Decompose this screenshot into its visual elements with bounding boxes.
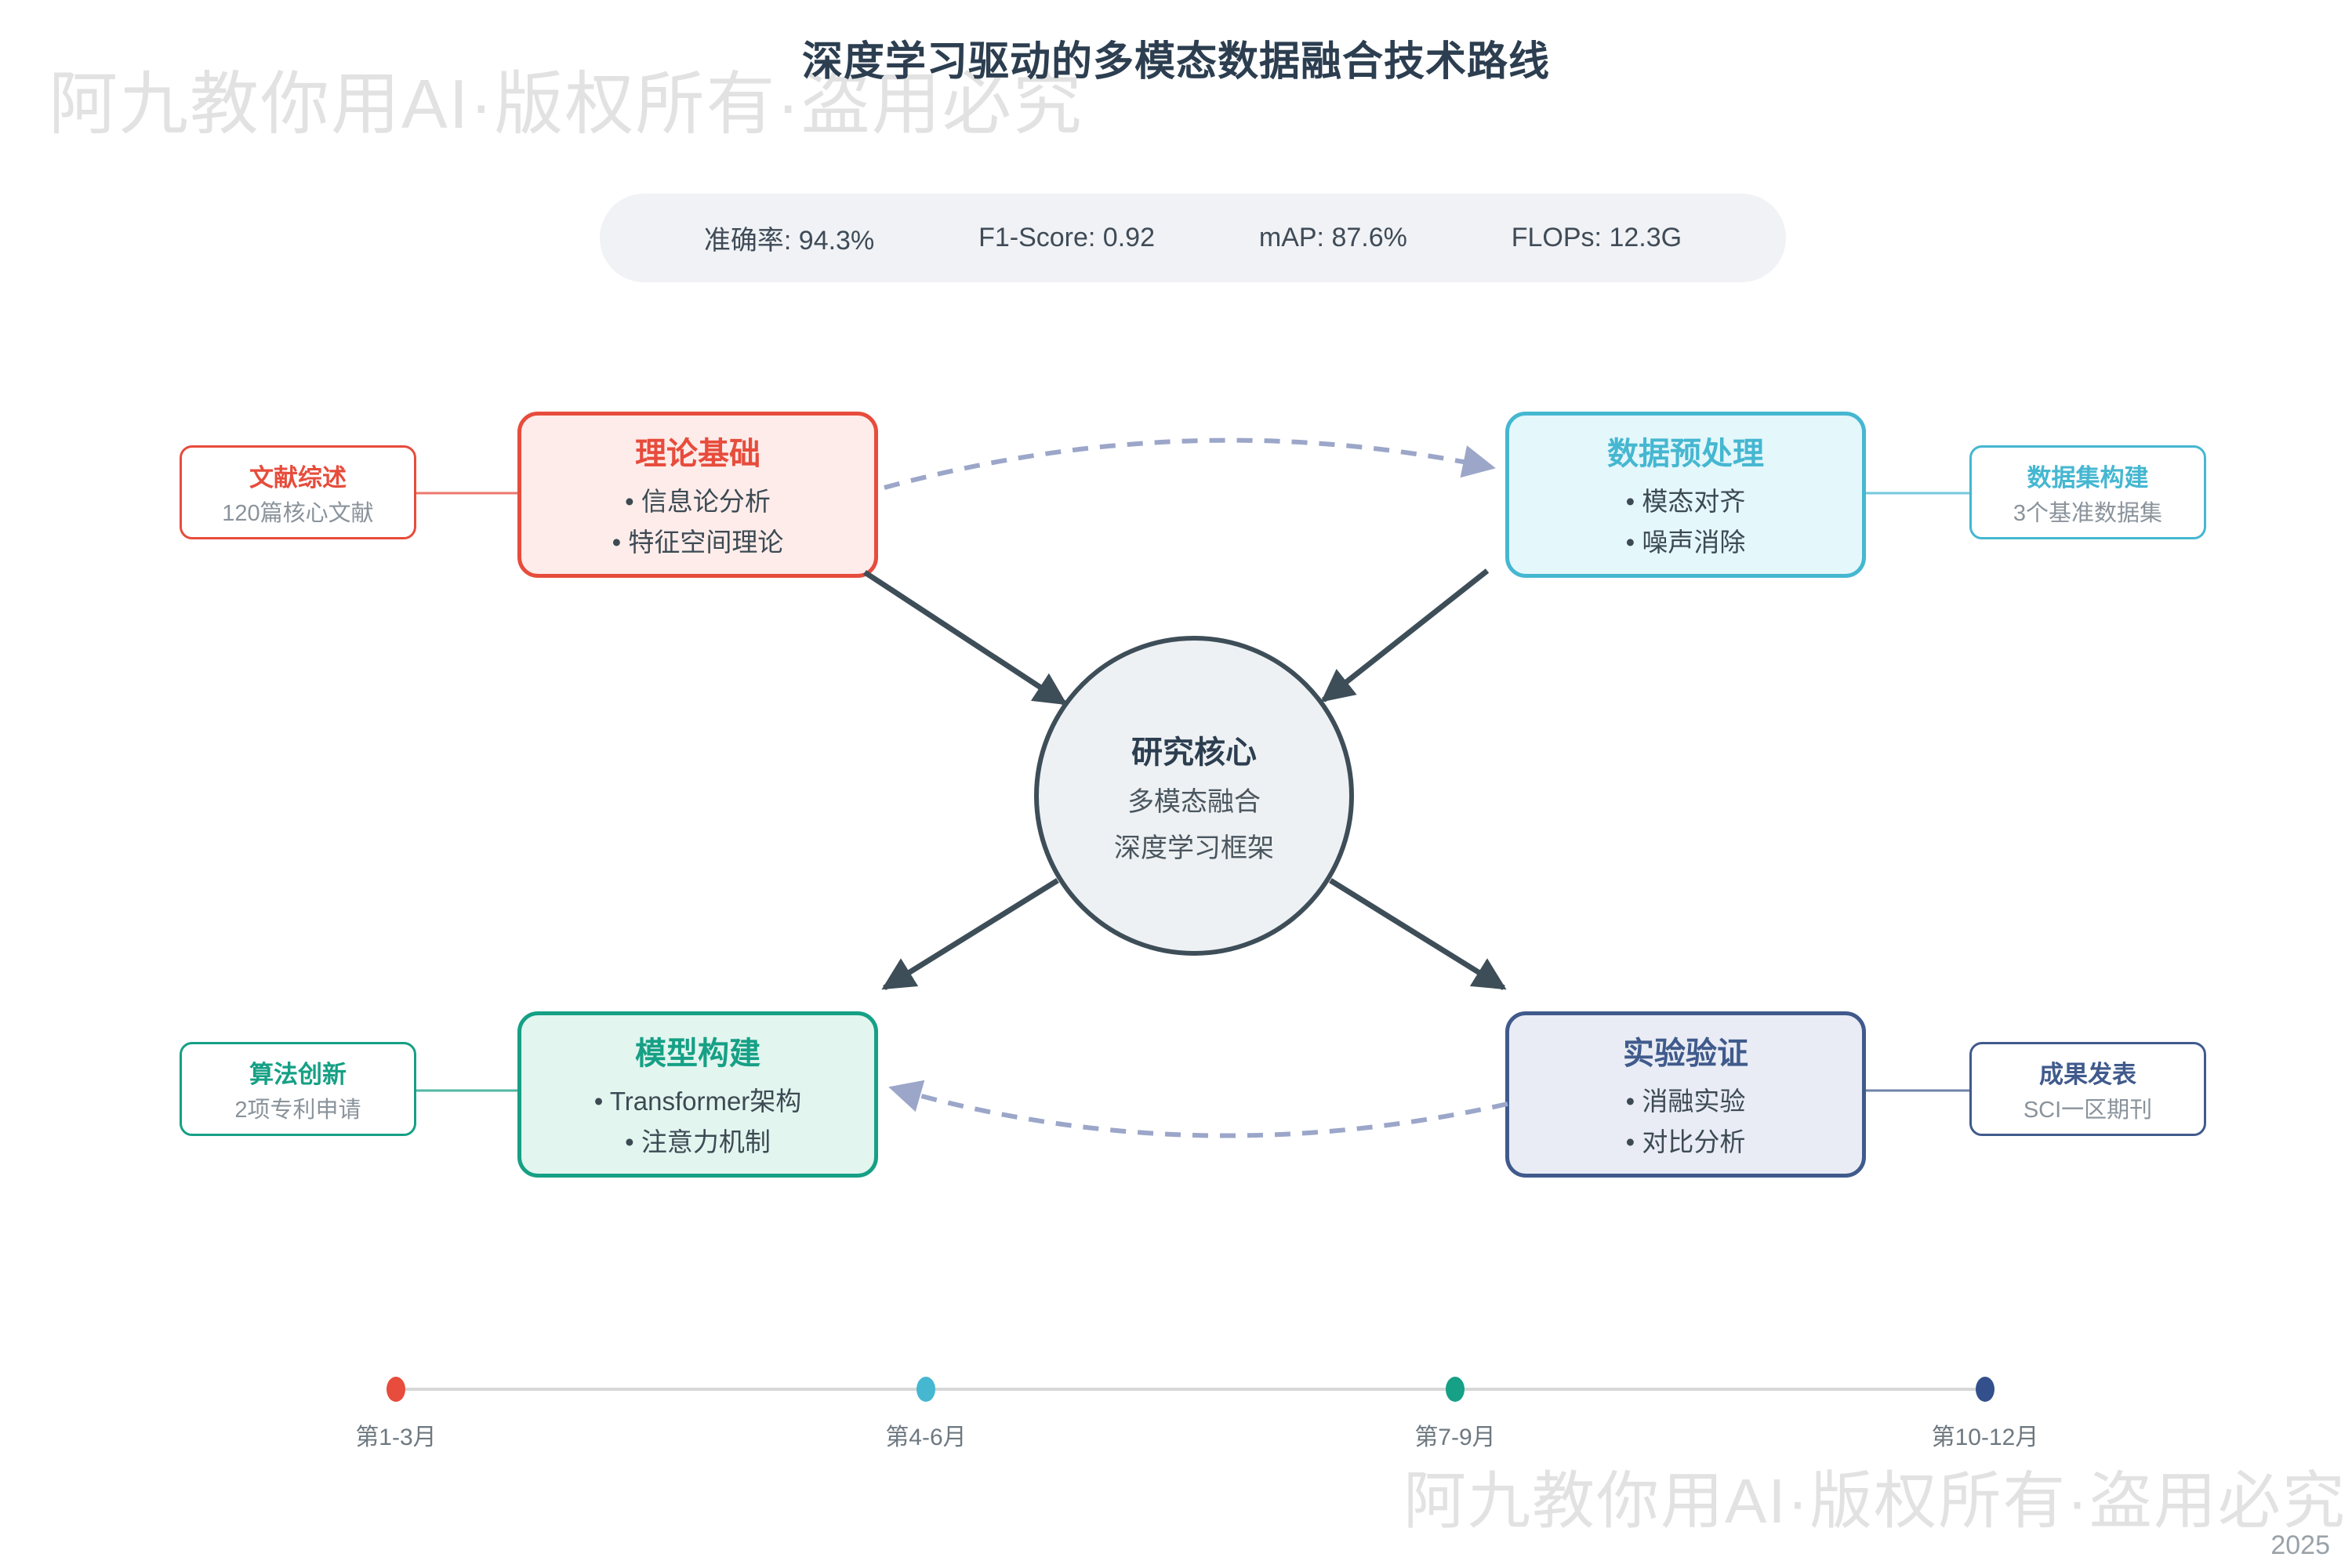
node-experiment-title: 实验验证 [1623,1036,1748,1071]
node-preprocess-bullet-2: • 噪声消除 [1625,528,1746,557]
node-theory-bullet-1: • 信息论分析 [625,487,771,516]
node-theory: 理论基础 • 信息论分析 • 特征空间理论 [517,412,878,578]
dashed-arrow-theory-to-preprocess [884,437,1496,490]
arrow-core-to-experiment [1329,878,1507,990]
metric-f1-score: F1-Score: 0.92 [978,223,1155,252]
year-label: 2025 [2270,1530,2330,1560]
side-algorithm-title: 算法创新 [249,1060,347,1088]
side-algorithm-subtitle: 2项专利申请 [234,1097,361,1123]
node-model-bullet-1: • Transformer架构 [593,1087,802,1116]
side-node-publication: 成果发表 SCI一区期刊 [1969,1042,2206,1136]
node-model: 模型构建 • Transformer架构 • 注意力机制 [517,1011,878,1178]
watermark-bottom: 阿九教你用AI·版权所有·盗用必究 [1403,1466,2347,1536]
node-model-bullet-2: • 注意力机制 [625,1127,771,1156]
timeline-label-q4: 第10-12月 [1931,1425,2039,1450]
watermark-top: 阿九教你用AI·版权所有·盗用必究 [49,65,1083,143]
node-preprocess: 数据预处理 • 模态对齐 • 噪声消除 [1505,412,1866,578]
arrow-core-to-model [881,878,1059,990]
center-core-subtitle-1: 多模态融合 [1127,787,1261,817]
side-publication-subtitle: SCI一区期刊 [2023,1097,2153,1123]
center-core-subtitle-2: 深度学习框架 [1114,833,1274,863]
timeline-dot-q1 [387,1377,405,1402]
center-core-node: 研究核心 多模态融合 深度学习框架 [1034,636,1354,956]
metric-flops: FLOPs: 12.3G [1511,223,1682,252]
timeline-label-q2: 第4-6月 [885,1425,967,1450]
side-node-literature: 文献综述 120篇核心文献 [180,445,416,539]
node-experiment-bullet-2: • 对比分析 [1625,1127,1746,1156]
timeline-dot-q3 [1446,1377,1465,1402]
side-node-dataset: 数据集构建 3个基准数据集 [1969,445,2206,539]
side-literature-title: 文献综述 [249,463,347,492]
side-dataset-title: 数据集构建 [2027,463,2149,492]
node-model-title: 模型构建 [635,1036,760,1071]
side-literature-subtitle: 120篇核心文献 [222,500,374,526]
metric-accuracy: 准确率: 94.3% [703,226,875,256]
timeline-dot-q4 [1976,1377,1994,1402]
center-core-title: 研究核心 [1131,735,1257,770]
arrow-theory-to-core [863,570,1068,706]
side-dataset-subtitle: 3个基准数据集 [2013,500,2163,526]
node-experiment: 实验验证 • 消融实验 • 对比分析 [1505,1011,1866,1178]
metric-map: mAP: 87.6% [1258,223,1407,252]
node-theory-title: 理论基础 [635,437,760,471]
node-experiment-bullet-1: • 消融实验 [1625,1087,1746,1116]
timeline-label-q1: 第1-3月 [355,1425,437,1450]
dashed-arrow-experiment-to-model [888,1080,1508,1138]
metrics-bar: 准确率: 94.3% F1-Score: 0.92 mAP: 87.6% FLO… [600,194,1786,282]
timeline-dot-q2 [916,1377,935,1402]
arrow-preprocess-to-core [1320,568,1490,702]
timeline-label-q3: 第7-9月 [1414,1425,1496,1450]
timeline [387,1377,1994,1402]
node-preprocess-title: 数据预处理 [1607,437,1764,471]
side-node-algorithm: 算法创新 2项专利申请 [180,1042,416,1136]
side-publication-title: 成果发表 [2039,1060,2136,1088]
node-preprocess-bullet-1: • 模态对齐 [1625,487,1746,516]
node-theory-bullet-2: • 特征空间理论 [612,528,784,557]
page-title: 深度学习驱动的多模态数据融合技术路线 [801,39,1550,85]
